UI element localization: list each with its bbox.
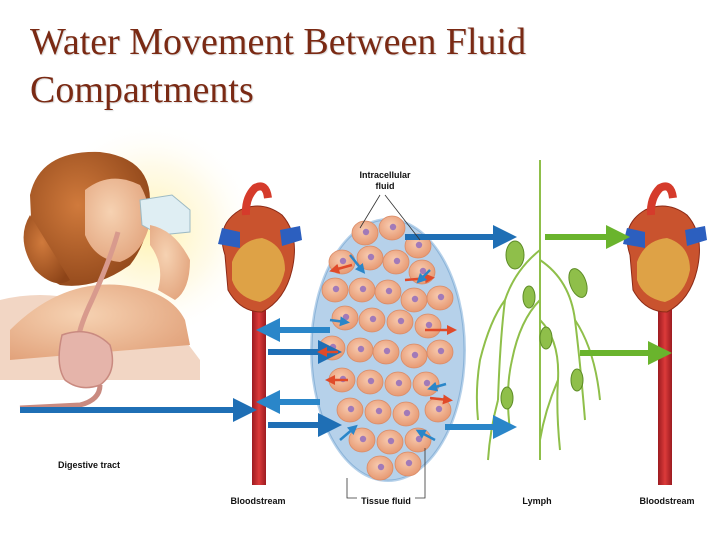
cell-nucleus	[369, 315, 377, 323]
cell-nucleus	[437, 293, 445, 301]
cell-nucleus	[393, 257, 401, 265]
arrow-cell-exchange	[429, 394, 453, 405]
right-blood-vessel	[658, 290, 672, 485]
cell-nucleus	[339, 257, 347, 265]
stomach-icon	[19, 231, 121, 411]
cell-cluster	[318, 215, 454, 481]
arrow-cell-exchange	[416, 269, 431, 284]
cell-nucleus	[389, 223, 397, 231]
cell-nucleus	[415, 435, 423, 443]
label-bloodstream-right: Bloodstream	[639, 496, 694, 506]
cell-nucleus	[362, 228, 370, 236]
cell-nucleus	[395, 379, 403, 387]
label-bloodstream-left: Bloodstream	[230, 496, 285, 506]
cell-nucleus	[377, 463, 385, 471]
cell-nucleus	[357, 345, 365, 353]
cell-nucleus	[332, 285, 340, 293]
cell-nucleus	[342, 313, 350, 321]
cell-nucleus	[359, 285, 367, 293]
cell-nucleus	[419, 267, 427, 275]
cell-nucleus	[411, 295, 419, 303]
person-drinking-icon	[0, 120, 260, 380]
cell-nucleus	[437, 347, 445, 355]
cell-nucleus	[397, 317, 405, 325]
arrow-cell-exchange	[427, 381, 447, 392]
heart-icon	[218, 182, 302, 313]
cell-nucleus	[415, 241, 423, 249]
cell-nucleus	[423, 379, 431, 387]
cell-nucleus	[359, 435, 367, 443]
cell-nucleus	[425, 321, 433, 329]
label-intracellular-fluid-1: Intracellular	[359, 170, 411, 180]
title-line-1: Water Movement Between Fluid	[30, 21, 527, 63]
cell-nucleus	[383, 347, 391, 355]
cell-nucleus	[435, 405, 443, 413]
label-intracellular-fluid-2: fluid	[376, 181, 395, 191]
heart-icon	[623, 182, 707, 313]
lymph-vessels	[475, 160, 601, 461]
arrow-cell-exchange	[329, 316, 350, 327]
cell-nucleus	[367, 377, 375, 385]
arrow-cell-exchange	[339, 424, 358, 441]
label-tissue-fluid: Tissue fluid	[361, 496, 411, 506]
arrow-cell-exchange	[349, 254, 366, 274]
cell-nucleus	[403, 409, 411, 417]
cell-nucleus	[385, 287, 393, 295]
flow-arrows	[20, 225, 672, 442]
cell-nucleus	[411, 351, 419, 359]
label-leader-lines	[346, 194, 426, 499]
cell-nucleus	[367, 253, 375, 261]
label-digestive-tract: Digestive tract	[58, 460, 120, 470]
title-line-2: Compartments	[30, 69, 254, 111]
cell-nucleus	[347, 405, 355, 413]
page-title: Water Movement Between Fluid Compartment…	[30, 18, 690, 114]
arrow-cell-exchange	[329, 263, 353, 274]
arrow-cell-exchange	[415, 429, 436, 442]
cell-nucleus	[329, 343, 337, 351]
cell-nucleus	[387, 437, 395, 445]
label-lymph: Lymph	[522, 496, 551, 506]
left-blood-vessel	[252, 290, 266, 485]
cell-nucleus	[375, 407, 383, 415]
cell-nucleus	[405, 459, 413, 467]
